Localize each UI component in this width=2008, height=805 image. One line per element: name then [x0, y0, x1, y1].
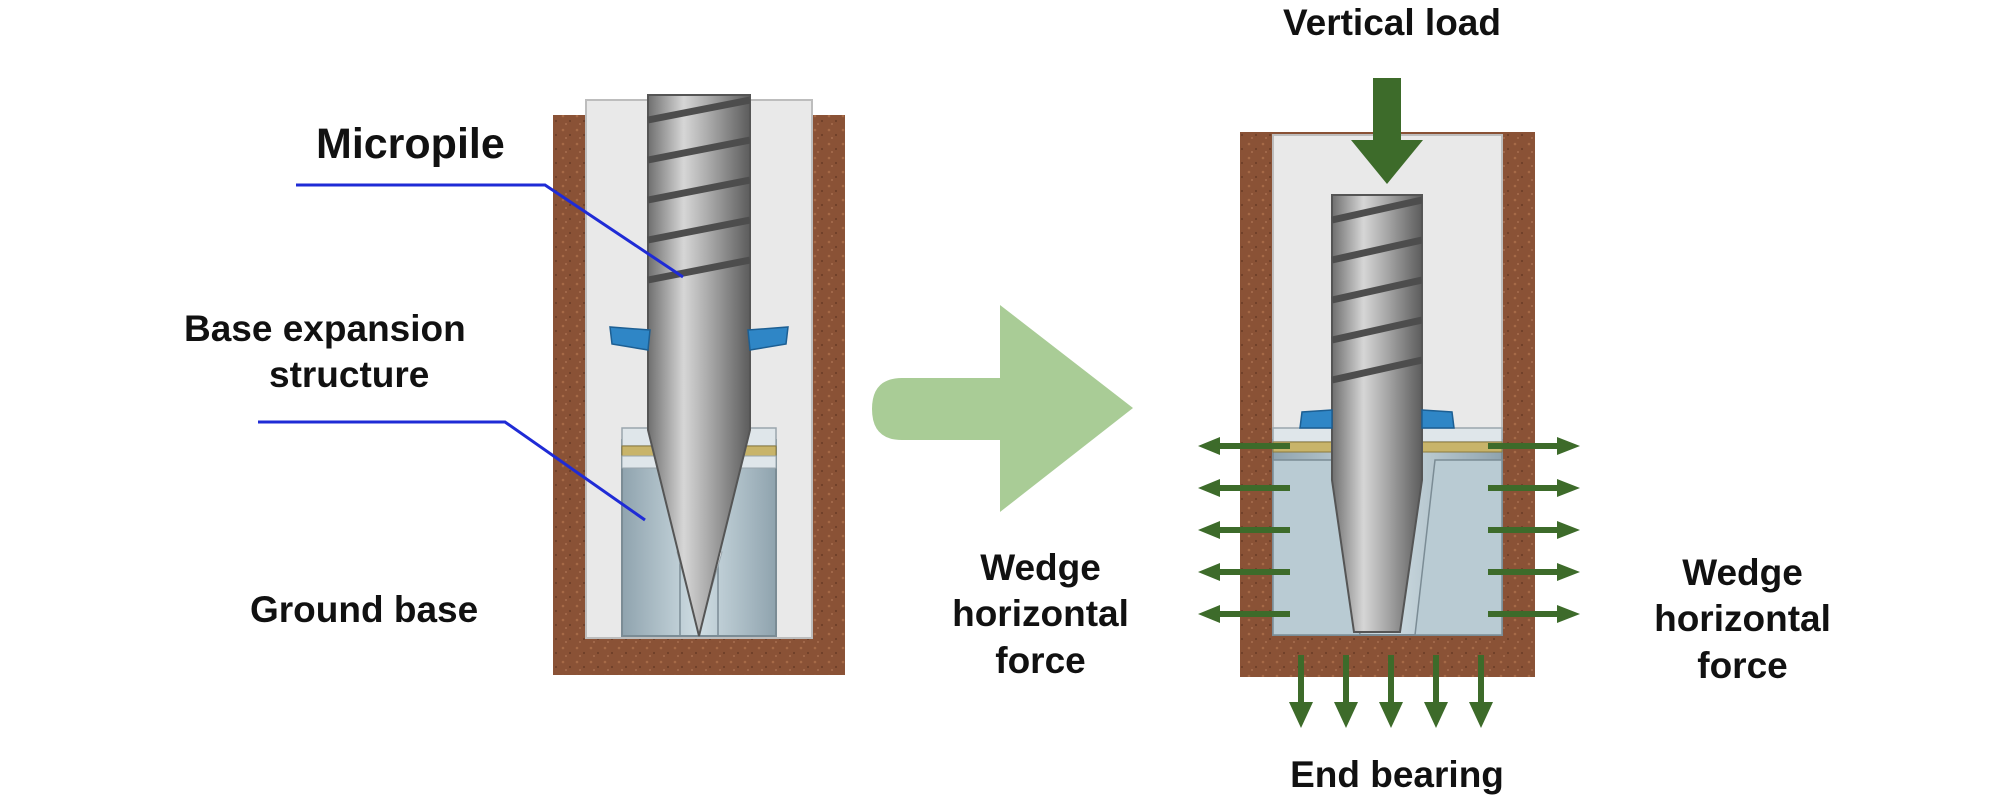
wedge-force-label-right: Wedge horizontal force [1630, 550, 1855, 689]
end-bearing-arrow-icon [1334, 655, 1358, 728]
end-bearing-arrow-icon [1379, 655, 1403, 728]
leader-lines [258, 183, 684, 522]
ground-base-label: Ground base [250, 589, 479, 630]
end-bearing-arrow-icon [1424, 655, 1448, 728]
left-assembly [553, 94, 845, 675]
right-pile-thread [1331, 196, 1422, 384]
wedge-force-label-right-line2: horizontal [1654, 598, 1831, 640]
left-pile-shaft [647, 94, 751, 637]
wedge-force-label-left: Wedge horizontal force [928, 545, 1153, 684]
wedge-force-label-left-line3: force [995, 639, 1086, 681]
horizontal-force-arrow-icon [1198, 605, 1290, 623]
end-bearing-arrow-icon [1469, 655, 1493, 728]
down-arrow-icon [1351, 78, 1423, 184]
horizontal-force-arrow-icon [1488, 521, 1580, 539]
base-expansion-label-line2: structure [269, 354, 430, 396]
horizontal-force-arrow-icon [1198, 563, 1290, 581]
base-expansion-label: Base expansion structure [184, 306, 466, 399]
horizontal-force-arrow-icon [1488, 437, 1580, 455]
right-horizontal-force-arrows [1488, 437, 1580, 623]
right-assembly [1240, 132, 1535, 677]
micropile-label: Micropile [316, 120, 505, 168]
base-expansion-leader [258, 420, 646, 522]
base-expansion-label-line1: Base expansion [184, 308, 466, 349]
horizontal-force-arrow-icon [1488, 563, 1580, 581]
horizontal-force-arrow-icon [1198, 479, 1290, 497]
horizontal-force-arrow-icon [1488, 479, 1580, 497]
left-horizontal-force-arrows [1198, 437, 1290, 623]
wedge-force-label-right-line1: Wedge [1682, 552, 1803, 593]
end-bearing-arrow-icon [1289, 655, 1313, 728]
left-washer [609, 326, 789, 351]
right-wedge-right [1414, 459, 1503, 636]
right-arrow-icon [872, 305, 1133, 512]
left-pile-thread [647, 96, 750, 284]
wedge-force-label-right-line3: force [1697, 644, 1788, 686]
horizontal-force-arrow-icon [1488, 605, 1580, 623]
horizontal-force-arrow-icon [1198, 521, 1290, 539]
right-washer [1299, 409, 1455, 429]
wedge-force-label-left-line1: Wedge [980, 547, 1101, 588]
vertical-load-label: Vertical load [1283, 2, 1501, 43]
horizontal-force-arrow-icon [1198, 437, 1290, 455]
wedge-force-label-left-line2: horizontal [952, 593, 1129, 635]
end-bearing-arrows [1289, 655, 1493, 728]
end-bearing-label: End bearing [1290, 754, 1504, 795]
right-pile-shaft [1331, 194, 1423, 633]
micropile-leader [296, 183, 684, 279]
